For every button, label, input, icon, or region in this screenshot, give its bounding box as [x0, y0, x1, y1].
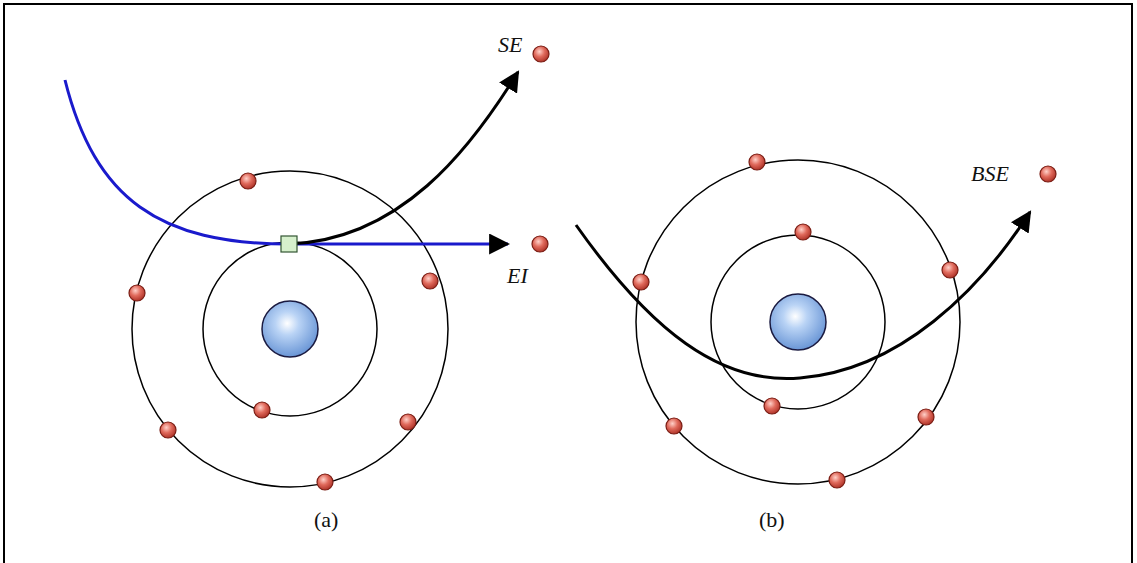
signal-label: EI [507, 264, 528, 288]
frame [4, 4, 1132, 563]
signal-label: SE [498, 33, 522, 57]
panel-label: (b) [759, 508, 785, 532]
atom-a [65, 46, 549, 490]
signal-label: BSE [971, 162, 1009, 186]
panel-label: (a) [314, 508, 338, 532]
atom-b [576, 154, 1056, 488]
